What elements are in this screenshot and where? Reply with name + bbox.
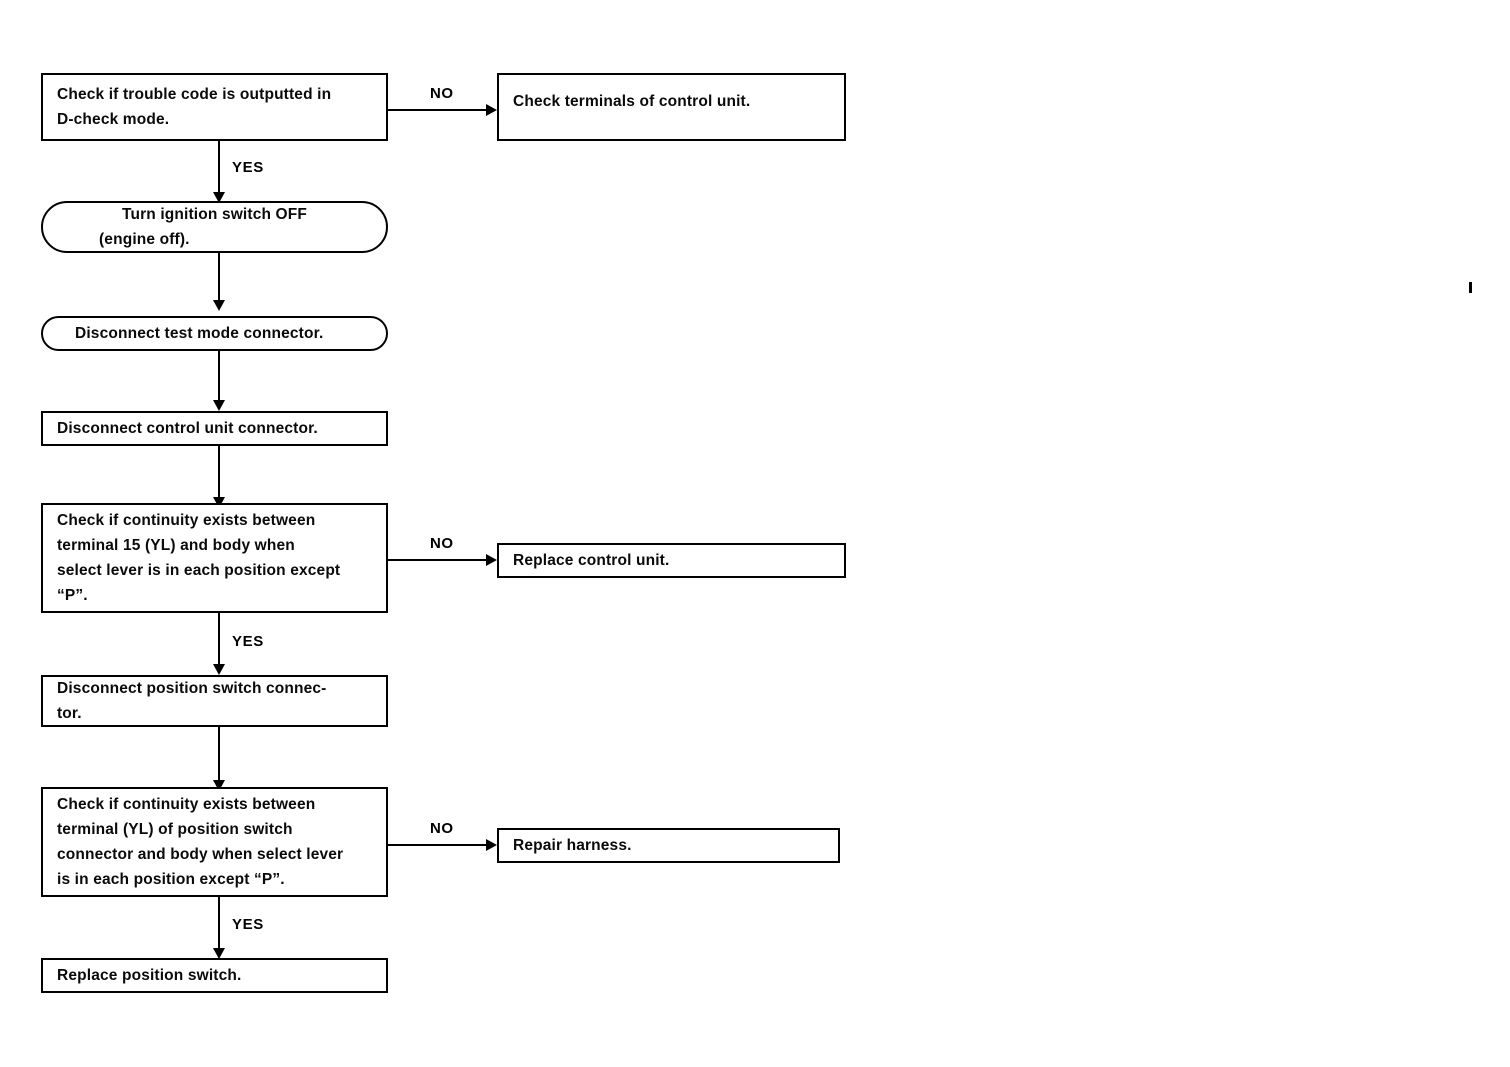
edge-ignition-to-testmode-arrowhead (213, 300, 225, 311)
edge-controlunit-to-check15-arrowhead (213, 497, 225, 508)
edge-posswitch-to-check2-line (218, 727, 220, 785)
node-check-continuity-terminal-15: Check if continuity exists between termi… (41, 503, 388, 613)
edge-yes-2-line (218, 613, 220, 669)
node-repair-harness-label: Repair harness. (513, 837, 632, 854)
node-replace-position-switch: Replace position switch. (41, 958, 388, 993)
edge-label-yes-1: YES (232, 159, 264, 176)
node-disconnect-position-switch: Disconnect position switch connec- tor. (41, 675, 388, 727)
node-replace-position-switch-label: Replace position switch. (57, 967, 242, 984)
edge-yes-1-arrowhead (213, 192, 225, 203)
node-disconnect-test-mode: Disconnect test mode connector. (41, 316, 388, 351)
edge-no-3-line (388, 844, 488, 846)
edge-label-no-1: NO (430, 85, 454, 102)
node-disconnect-control-unit: Disconnect control unit connector. (41, 411, 388, 446)
node-turn-ignition-off: Turn ignition switch OFF (engine off). (41, 201, 388, 253)
edge-controlunit-to-check15-line (218, 446, 220, 503)
node-replace-control-unit: Replace control unit. (497, 543, 846, 578)
edge-no-3-arrowhead (486, 839, 497, 851)
node-check-continuity-position-switch: Check if continuity exists between termi… (41, 787, 388, 897)
node-turn-ignition-off-line2: (engine off). (99, 231, 190, 248)
edge-no-2-arrowhead (486, 554, 497, 566)
edge-posswitch-to-check2-arrowhead (213, 780, 225, 791)
edge-yes-2-arrowhead (213, 664, 225, 675)
edge-label-yes-2: YES (232, 633, 264, 650)
edge-label-no-2: NO (430, 535, 454, 552)
edge-no-1-arrowhead (486, 104, 497, 116)
node-disconnect-test-mode-label: Disconnect test mode connector. (75, 325, 324, 342)
edge-yes-3-line (218, 897, 220, 953)
edge-label-yes-3: YES (232, 916, 264, 933)
page-artifact-mark (1469, 282, 1472, 293)
node-disconnect-control-unit-label: Disconnect control unit connector. (57, 420, 318, 437)
node-check-terminals: Check terminals of control unit. (497, 73, 846, 141)
edge-label-no-3: NO (430, 820, 454, 837)
node-check-trouble-code-label: Check if trouble code is outputted in D-… (57, 86, 332, 128)
edge-no-1-line (388, 109, 488, 111)
node-check-terminals-label: Check terminals of control unit. (513, 92, 751, 110)
edge-no-2-line (388, 559, 488, 561)
edge-yes-3-arrowhead (213, 948, 225, 959)
edge-testmode-to-controlunit-arrowhead (213, 400, 225, 411)
node-repair-harness: Repair harness. (497, 828, 840, 863)
node-check-continuity-position-switch-label: Check if continuity exists between termi… (57, 796, 344, 888)
node-check-continuity-terminal-15-label: Check if continuity exists between termi… (57, 512, 341, 604)
node-check-trouble-code: Check if trouble code is outputted in D-… (41, 73, 388, 141)
edge-yes-1-line (218, 141, 220, 198)
node-disconnect-position-switch-label: Disconnect position switch connec- tor. (57, 680, 327, 722)
edge-testmode-to-controlunit-line (218, 351, 220, 406)
node-turn-ignition-off-line1: Turn ignition switch OFF (122, 206, 307, 223)
edge-ignition-to-testmode-line (218, 253, 220, 305)
node-replace-control-unit-label: Replace control unit. (513, 552, 670, 569)
